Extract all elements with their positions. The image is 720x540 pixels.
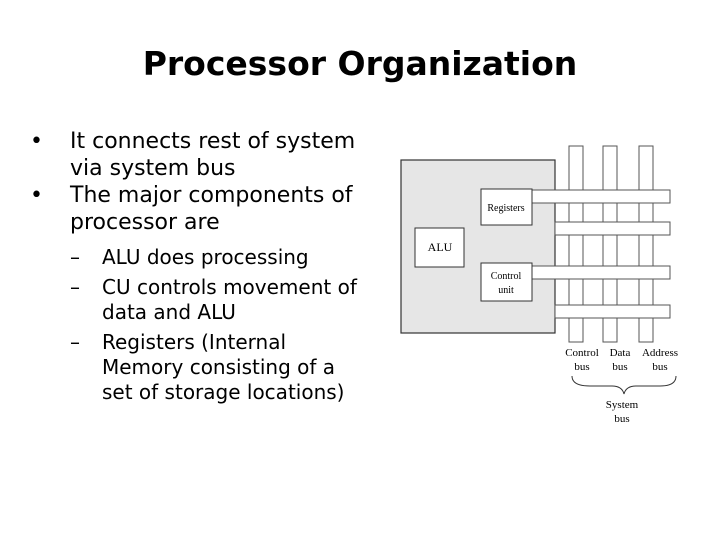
bullet-item: • The major components of processor are xyxy=(30,182,370,236)
control-unit-box xyxy=(480,262,533,302)
control-bus-label-line1: Control xyxy=(565,347,599,359)
bullet-text: It connects rest of system via system bu… xyxy=(70,129,356,181)
control-bus-label-line2: bus xyxy=(574,361,589,373)
registers-box xyxy=(480,188,533,226)
sub-bullet-item: – CU controls movement of data and ALU xyxy=(30,275,370,325)
brace-icon xyxy=(571,375,677,395)
bullet-dot-icon: • xyxy=(30,129,43,154)
sub-bullet-text: ALU does processing xyxy=(102,245,309,269)
address-bus-label-line1: Address xyxy=(642,347,678,359)
control-unit-label-line1: Control xyxy=(491,271,522,282)
control-unit-label-line2: unit xyxy=(498,285,514,296)
sub-bullet-text: Registers (Internal Memory consisting of… xyxy=(102,330,345,404)
bullet-list: • It connects rest of system via system … xyxy=(30,128,370,410)
sub-bullet-list: – ALU does processing – CU controls move… xyxy=(30,245,370,405)
alu-label: ALU xyxy=(428,240,453,254)
data-bus-label-line1: Data xyxy=(610,347,631,359)
system-bus-label-line2: bus xyxy=(614,413,629,425)
dash-icon: – xyxy=(70,245,80,269)
sub-bullet-item: – Registers (Internal Memory consisting … xyxy=(30,330,370,405)
system-bus-label-line1: System xyxy=(606,399,639,411)
data-bus-label-line2: bus xyxy=(612,361,627,373)
sub-bullet-item: – ALU does processing xyxy=(30,245,370,270)
bullet-dot-icon: • xyxy=(30,183,43,208)
dash-icon: – xyxy=(70,330,80,354)
address-bus-label-line2: bus xyxy=(652,361,667,373)
bullet-text: The major components of processor are xyxy=(70,183,353,235)
slide-title: Processor Organization xyxy=(142,44,578,83)
alu-box xyxy=(414,227,465,268)
bullet-item: • It connects rest of system via system … xyxy=(30,128,370,182)
dash-icon: – xyxy=(70,275,80,299)
registers-label: Registers xyxy=(487,203,524,214)
sub-bullet-text: CU controls movement of data and ALU xyxy=(102,275,357,324)
